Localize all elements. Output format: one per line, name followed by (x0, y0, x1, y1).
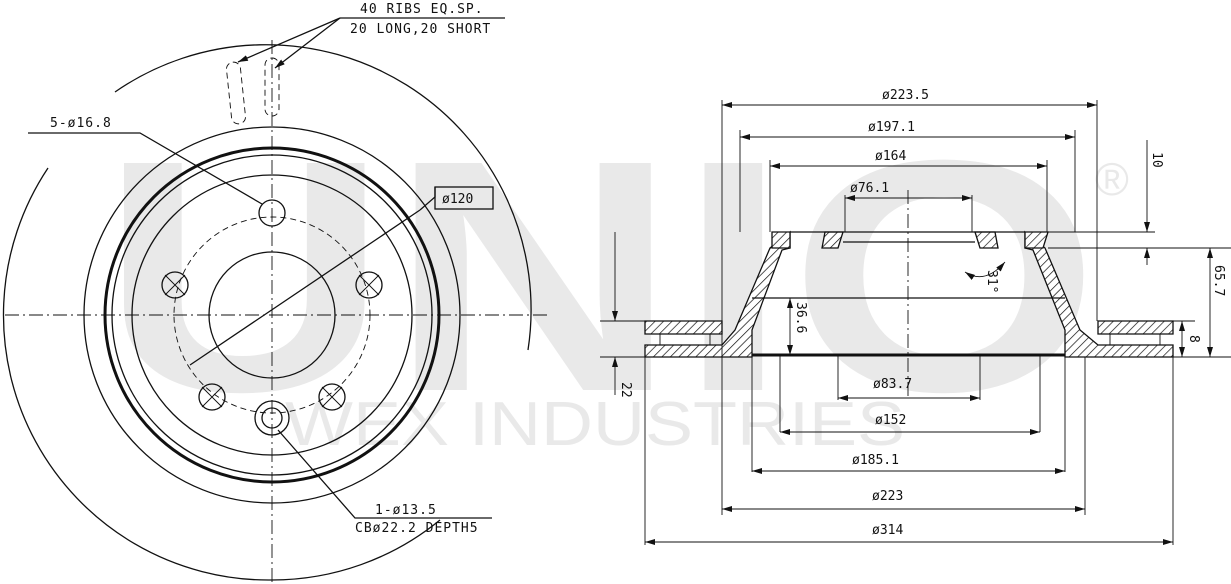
dim-36-6: 36.6 (793, 302, 808, 333)
bottom-extension-lines (644, 355, 1174, 545)
rib-short (264, 57, 280, 117)
right-ext-lines (1025, 231, 1231, 358)
dim-164: ø164 (875, 149, 906, 164)
counterbore (254, 400, 290, 436)
ring-hat (131, 174, 413, 456)
ring-outer (83, 126, 461, 504)
dim-83-7: ø83.7 (873, 377, 912, 392)
watermark-registered: ® (1095, 153, 1129, 205)
watermark: UNIO ® WEX INDUSTRIES (100, 91, 1129, 460)
bolt-hole-3 (355, 271, 383, 299)
right-friction-plate-top (1097, 320, 1174, 335)
locator-hole-leader (277, 429, 492, 519)
dim-76-1: ø76.1 (850, 181, 889, 196)
dim-223: ø223 (872, 489, 903, 504)
locator-hole (261, 407, 283, 429)
dim-314: ø314 (872, 523, 903, 538)
bolt-holes-leader (28, 132, 263, 205)
ribs-leader-1 (237, 17, 341, 63)
bolt-circle (173, 216, 371, 414)
dim-65-7: 65.7 (1211, 265, 1226, 296)
rib-long (226, 61, 246, 125)
dim-197-1: ø197.1 (868, 120, 915, 135)
dim-185-1: ø185.1 (852, 453, 899, 468)
angle-31: 31° (984, 270, 999, 293)
bolt-holes (161, 199, 383, 411)
pcd-label-box (434, 186, 494, 210)
bolt-hole-2 (161, 271, 189, 299)
locator-hole-line1: 1-ø13.5 (375, 503, 437, 518)
section-view: ø223.5 ø197.1 ø164 ø76.1 ø83.7 ø152 ø185… (600, 88, 1231, 545)
bolt-holes-label: 5-ø16.8 (50, 116, 112, 131)
pcd-label: ø120 (442, 192, 473, 207)
bolt-hole-4 (198, 383, 226, 411)
vent-gaps (659, 334, 1161, 345)
dim-10: 10 (1149, 152, 1164, 168)
ribs-note-line1: 40 RIBS EQ.SP. (360, 2, 484, 17)
bolt-hole-crosses (164, 274, 380, 408)
dim-22: 22 (618, 382, 633, 398)
ring-friction-inner (111, 154, 433, 476)
center-bore (208, 251, 336, 379)
angle-arc (964, 261, 1006, 280)
left-hat-top-a (771, 231, 791, 249)
ribs-note-line2: 20 LONG,20 SHORT (350, 22, 491, 37)
outer-disc-arc-left (2, 167, 441, 581)
dim-152: ø152 (875, 413, 906, 428)
ribs-leader-2 (274, 17, 341, 69)
locator-hole-line2: CBø22.2 DEPTH5 (355, 521, 479, 536)
dim-8: 8 (1186, 335, 1201, 343)
front-view: ø120 40 RIBS EQ.SP. 20 LONG,20 SHORT 5-ø… (2, 2, 550, 584)
bolt-hole-1 (258, 199, 286, 227)
watermark-subtitle: WEX INDUSTRIES (285, 390, 905, 459)
disc-thickness-ext (600, 320, 645, 358)
ribs (226, 57, 280, 125)
bolt-hole-5 (318, 383, 346, 411)
dim-223-5: ø223.5 (882, 88, 929, 103)
ring-friction (103, 146, 441, 484)
outer-disc-arc-top (114, 44, 532, 351)
pcd-dimension-line (189, 209, 421, 366)
left-friction-plate-top (644, 320, 723, 335)
top-extension-lines (721, 100, 1098, 515)
